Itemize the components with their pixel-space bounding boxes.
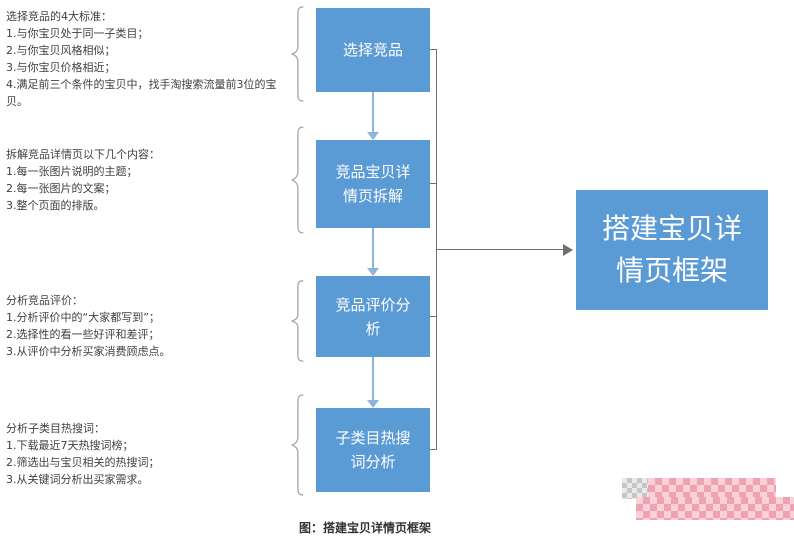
flow-step-label: 竞品评价分析 xyxy=(335,295,411,338)
result-box: 搭建宝贝详情页框架 xyxy=(576,190,768,310)
step-note-3: 分析竞品评价： 1.分析评价中的“大家都写到”； 2.选择性的看一些好评和差评；… xyxy=(6,294,171,359)
connector-stub-1 xyxy=(430,49,437,51)
down-arrow-icon-2 xyxy=(367,228,379,276)
connector-stub-3 xyxy=(430,316,437,318)
grouping-brace-3 xyxy=(288,280,306,362)
flow-step-label: 子类目热搜词分析 xyxy=(335,429,411,471)
figure-caption: 图：搭建宝贝详情页框架 xyxy=(298,521,431,535)
grouping-brace-2 xyxy=(288,126,306,234)
flow-step-label: 竞品宝贝详情页拆解 xyxy=(335,163,411,205)
step-note-1: 选择竞品的4大标准： 1.与你宝贝处于同一子类目； 2.与你宝贝风格相似； 3.… xyxy=(6,10,277,109)
watermark-mosaic-row2 xyxy=(636,497,794,520)
watermark-mosaic-gray xyxy=(622,478,648,499)
result-arrow-line xyxy=(437,249,564,251)
result-box-label: 搭建宝贝详情页框架 xyxy=(601,212,742,287)
connector-stub-2 xyxy=(430,183,437,185)
watermark-mosaic-row1 xyxy=(648,478,776,499)
grouping-brace-1 xyxy=(288,6,306,102)
flow-step-label: 选择竞品 xyxy=(342,41,403,59)
flow-step-hot-keyword-analysis: 子类目热搜词分析 xyxy=(316,408,430,492)
flow-step-detail-page-breakdown: 竞品宝贝详情页拆解 xyxy=(316,140,430,228)
right-arrow-icon xyxy=(563,244,573,256)
flow-step-select-competitors: 选择竞品 xyxy=(316,8,430,92)
step-note-2: 拆解竞品详情页以下几个内容： 1.每一张图片说明的主题； 2.每一张图片的文案；… xyxy=(6,148,160,213)
grouping-brace-4 xyxy=(288,394,306,496)
down-arrow-icon-1 xyxy=(367,92,379,140)
step-note-4: 分析子类目热搜词： 1.下载最近7天热搜词榜； 2.筛选出与宝贝相关的热搜词； … xyxy=(6,422,160,487)
connector-vertical-line xyxy=(436,49,438,450)
connector-stub-4 xyxy=(430,449,437,451)
flow-step-review-analysis: 竞品评价分析 xyxy=(316,276,430,357)
down-arrow-icon-3 xyxy=(367,357,379,408)
